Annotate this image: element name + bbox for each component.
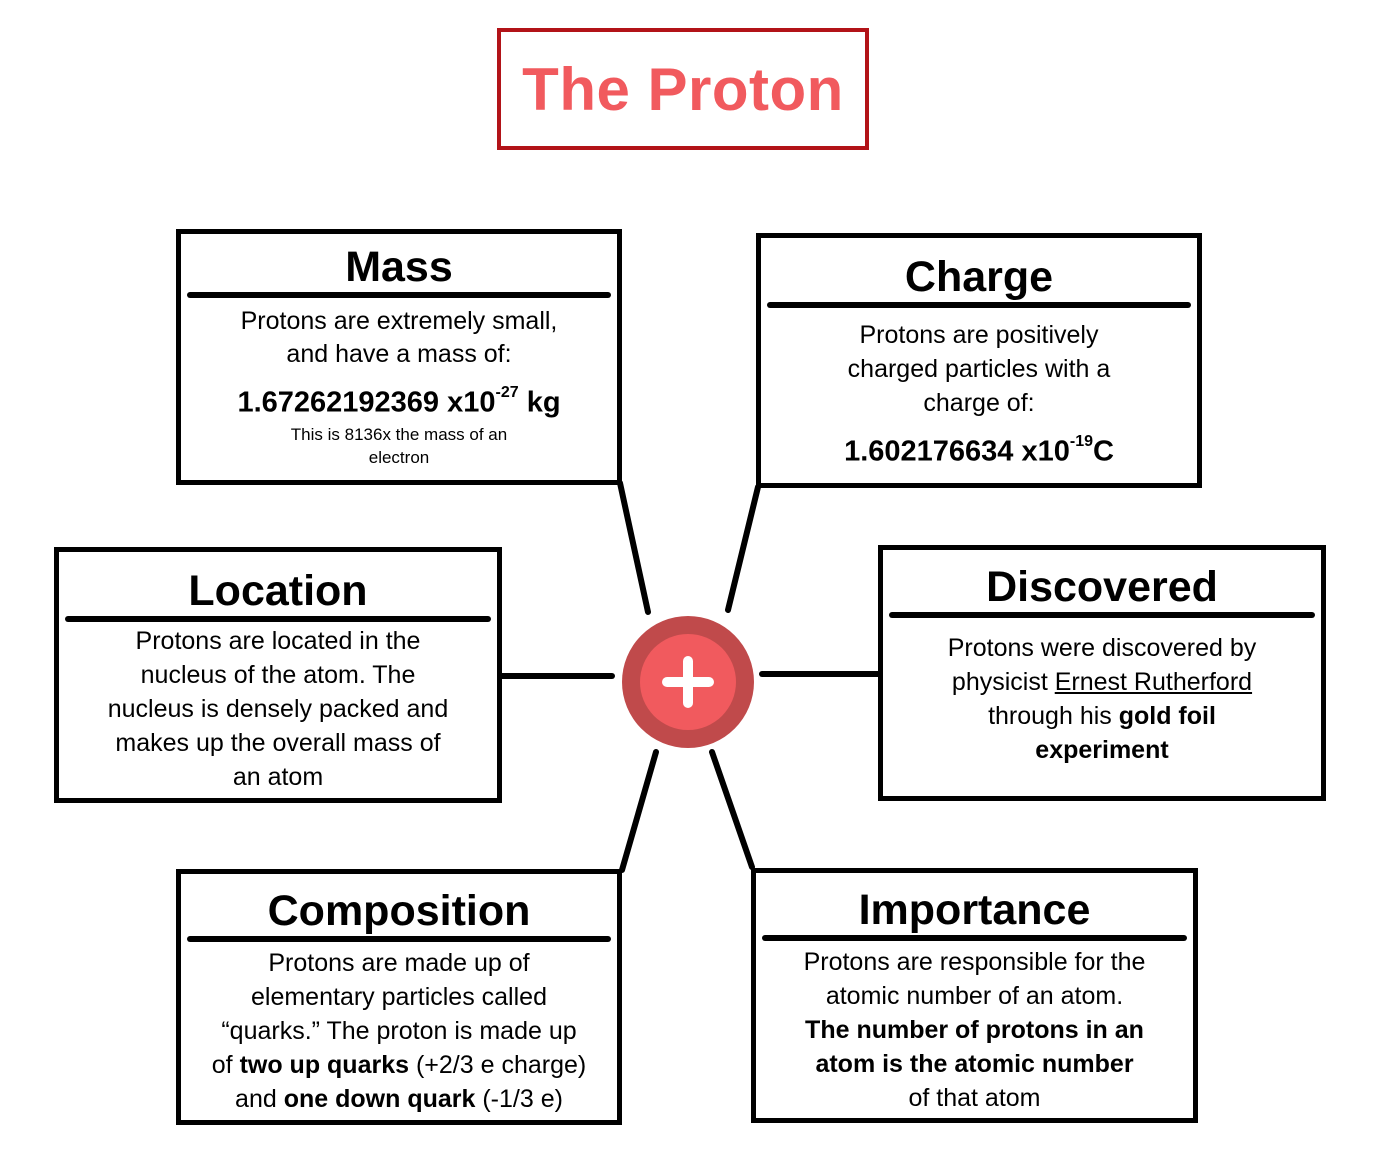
- composition-divider: [187, 936, 611, 942]
- discovered-text-line: through his gold foil: [988, 702, 1216, 730]
- proton-symbol: [622, 616, 754, 748]
- mass-exponent: -27: [495, 384, 519, 401]
- composition-text-line: of two up quarks (+2/3 e charge): [211, 1051, 587, 1079]
- charge-exponent: -19: [1069, 433, 1093, 450]
- importance-text-line: of that atom: [908, 1084, 1041, 1112]
- importance-text-line: The number of protons in an: [805, 1016, 1144, 1044]
- connector-charge: [725, 484, 761, 613]
- mass-text-line: Protons are extremely small,: [240, 307, 558, 335]
- mass-card: Mass Protons are extremely small, and ha…: [176, 229, 622, 485]
- location-divider: [65, 616, 491, 622]
- mass-heading: Mass: [345, 243, 453, 291]
- composition-text-line: elementary particles called: [251, 983, 547, 1011]
- charge-heading: Charge: [904, 253, 1054, 301]
- composition-text-line: Protons are made up of: [268, 949, 530, 977]
- charge-text-line: charged particles with a: [847, 355, 1111, 383]
- mass-note: This is 8136x the mass of an: [290, 424, 508, 444]
- importance-card: Importance Protons are responsible for t…: [751, 868, 1198, 1123]
- importance-text-line: atomic number of an atom.: [825, 982, 1124, 1010]
- connector-composition: [619, 749, 659, 873]
- connector-importance: [709, 749, 755, 870]
- mass-text-line: and have a mass of:: [286, 340, 512, 368]
- importance-text-line: atom is the atomic number: [815, 1050, 1134, 1078]
- location-card: Location Protons are located in the nucl…: [54, 547, 502, 803]
- discovered-card: Discovered Protons were discovered by ph…: [878, 545, 1326, 801]
- charge-unit: C: [1092, 435, 1114, 468]
- plus-icon: [640, 634, 736, 730]
- title-box: The Proton: [497, 28, 869, 150]
- composition-card: Composition Protons are made up of eleme…: [176, 869, 622, 1125]
- location-text-line: makes up the overall mass of: [115, 729, 441, 757]
- discovered-heading: Discovered: [986, 563, 1218, 611]
- page-title: The Proton: [522, 55, 844, 123]
- charge-text-line: Protons are positively: [859, 321, 1099, 349]
- connector-mass: [617, 480, 651, 615]
- charge-divider: [767, 302, 1191, 308]
- charge-value: 1.602176634 x10-19C: [844, 433, 1114, 468]
- location-heading: Location: [188, 567, 368, 615]
- location-text-line: Protons are located in the: [135, 627, 421, 655]
- charge-text-line: charge of:: [923, 389, 1035, 417]
- charge-card: Charge Protons are positively charged pa…: [756, 233, 1202, 488]
- composition-heading: Composition: [267, 887, 531, 935]
- mass-note: electron: [368, 447, 430, 467]
- composition-text-line: and one down quark (-1/3 e): [235, 1085, 563, 1113]
- mass-divider: [187, 292, 611, 298]
- mass-unit: kg: [526, 386, 561, 419]
- importance-divider: [762, 935, 1187, 941]
- location-text-line: nucleus is densely packed and: [107, 695, 449, 723]
- mass-value: 1.67262192369 x10-27 kg: [237, 384, 561, 419]
- importance-heading: Importance: [858, 886, 1091, 934]
- discovered-text-line: physicist Ernest Rutherford: [951, 668, 1253, 696]
- discoverer-name: Ernest Rutherford: [1054, 668, 1253, 696]
- discovered-text-line: experiment: [1035, 736, 1169, 764]
- composition-text-line: “quarks.” The proton is made up: [221, 1017, 577, 1045]
- location-text-line: an atom: [232, 763, 324, 791]
- importance-text-line: Protons are responsible for the: [803, 948, 1146, 976]
- discovered-divider: [889, 612, 1315, 618]
- location-text-line: nucleus of the atom. The: [140, 661, 416, 689]
- discovered-text-line: Protons were discovered by: [947, 634, 1257, 662]
